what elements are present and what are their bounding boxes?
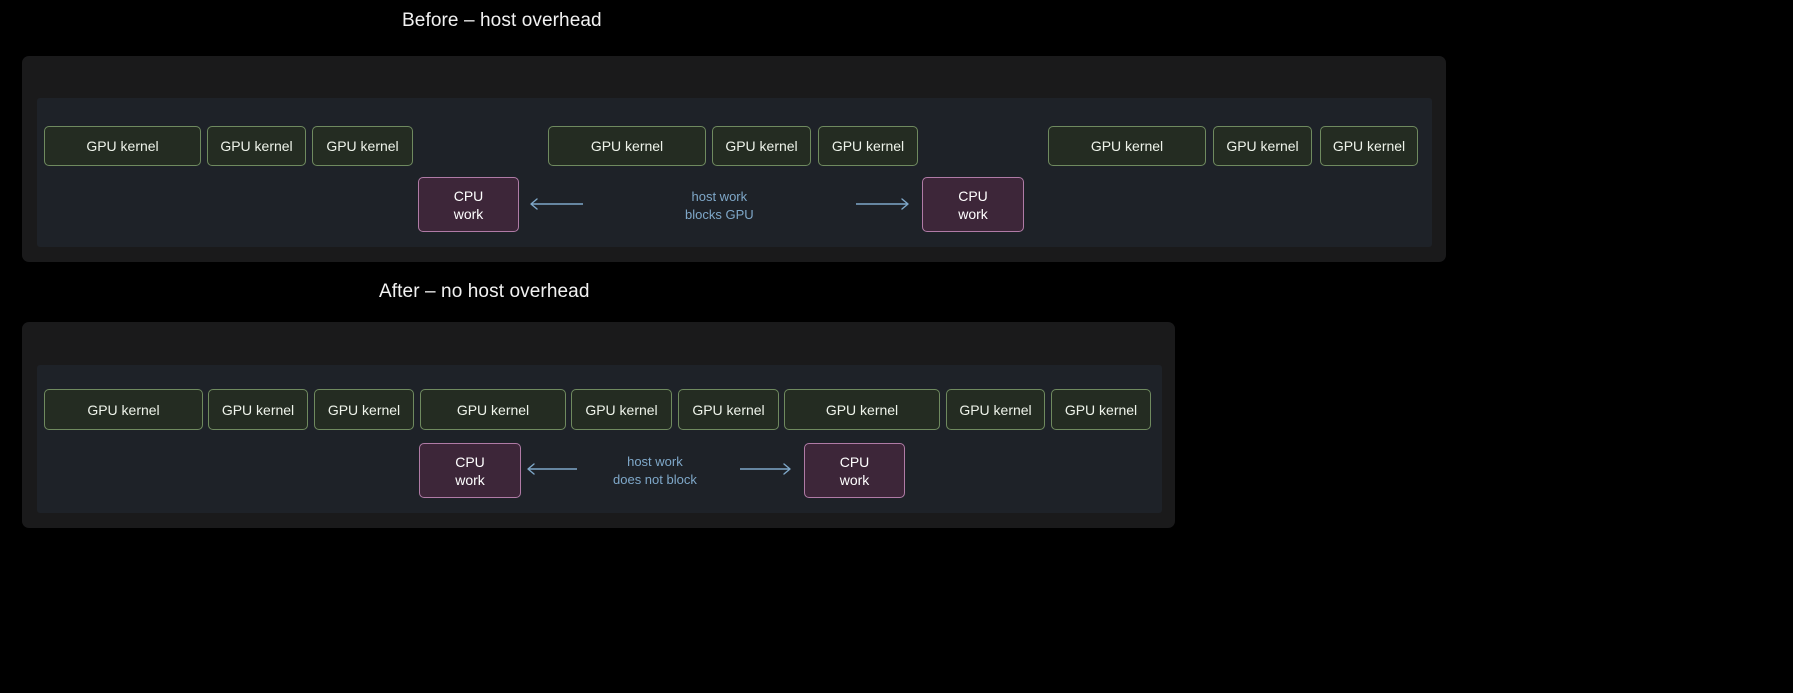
gpu-kernel-box: GPU kernel: [548, 126, 706, 166]
gpu-kernel-label: GPU kernel: [585, 401, 658, 418]
gpu-kernel-label: GPU kernel: [456, 401, 530, 418]
gpu-kernel-label: GPU kernel: [1064, 401, 1138, 418]
cpu-work-line-1: CPU: [453, 187, 484, 204]
gpu-kernel-box: GPU kernel: [571, 389, 672, 430]
gpu-kernel-label: GPU kernel: [1226, 138, 1299, 154]
gpu-kernel-row-before: GPU kernel GPU kernel GPU kernel GPU kernel…: [44, 126, 1418, 166]
panel-title-before: Before – host overhead: [402, 10, 602, 31]
arrow-left-icon-before: [530, 197, 583, 211]
gpu-kernel-box: GPU kernel: [312, 126, 413, 166]
gpu-kernel-label: GPU kernel: [831, 138, 905, 154]
cpu-work-line-2: work: [455, 471, 485, 488]
gpu-kernel-label: GPU kernel: [825, 401, 899, 418]
cpu-work-line-1: CPU: [839, 453, 870, 470]
timeline-band-after: [37, 365, 1162, 513]
gpu-kernel-label: GPU kernel: [327, 401, 401, 418]
gpu-kernel-box: GPU kernel: [946, 389, 1045, 430]
gpu-kernel-label: GPU kernel: [86, 138, 159, 154]
gpu-kernel-box: GPU kernel: [1320, 126, 1418, 166]
gpu-kernel-box: GPU kernel: [44, 389, 203, 430]
gpu-kernel-box: GPU kernel: [1048, 126, 1206, 166]
cpu-work-line-2: work: [839, 471, 870, 488]
timeline-band-before: [37, 98, 1432, 247]
arrow-left-icon-after: [527, 462, 577, 476]
annotation-after: host work does not block: [613, 453, 697, 489]
cpu-work-line-2: work: [453, 205, 484, 222]
gpu-kernel-box: GPU kernel: [678, 389, 779, 430]
gpu-kernel-box: GPU kernel: [1051, 389, 1151, 430]
cpu-work-line-2: work: [958, 205, 988, 222]
gpu-kernel-box: GPU kernel: [314, 389, 414, 430]
cpu-work-line-1: CPU: [958, 187, 988, 204]
annotation-line-1: host work: [691, 189, 748, 204]
gpu-kernel-box: GPU kernel: [818, 126, 918, 166]
gpu-kernel-label: GPU kernel: [221, 401, 295, 418]
gpu-kernel-box: GPU kernel: [44, 126, 201, 166]
gpu-kernel-box: GPU kernel: [207, 126, 306, 166]
gpu-kernel-label: GPU kernel: [692, 401, 765, 418]
annotation-before: host work blocks GPU: [685, 188, 754, 224]
gpu-kernel-label: GPU kernel: [326, 138, 399, 154]
gpu-kernel-label: GPU kernel: [590, 138, 664, 154]
gpu-kernel-box: GPU kernel: [208, 389, 308, 430]
panel-title-after: After – no host overhead: [379, 281, 590, 302]
gpu-kernel-box: GPU kernel: [784, 389, 940, 430]
gpu-kernel-row-after: GPU kernel GPU kernel GPU kernel GPU kernel…: [44, 389, 1151, 430]
gpu-kernel-label: GPU kernel: [1332, 138, 1406, 154]
gpu-kernel-label: GPU kernel: [725, 138, 798, 154]
annotation-line-2: blocks GPU: [685, 207, 754, 222]
gpu-kernel-label: GPU kernel: [220, 138, 293, 154]
arrow-right-icon-before: [856, 197, 909, 211]
cpu-work-line-1: CPU: [455, 453, 485, 470]
gpu-kernel-box: GPU kernel: [1213, 126, 1312, 166]
gpu-kernel-box: GPU kernel: [712, 126, 811, 166]
gpu-kernel-box: GPU kernel: [420, 389, 566, 430]
annotation-line-2: does not block: [613, 472, 697, 487]
annotation-line-1: host work: [627, 454, 683, 469]
gpu-kernel-label: GPU kernel: [1090, 138, 1164, 154]
arrow-right-icon-after: [740, 462, 791, 476]
gpu-kernel-label: GPU kernel: [959, 401, 1032, 418]
gpu-kernel-label: GPU kernel: [87, 401, 160, 418]
